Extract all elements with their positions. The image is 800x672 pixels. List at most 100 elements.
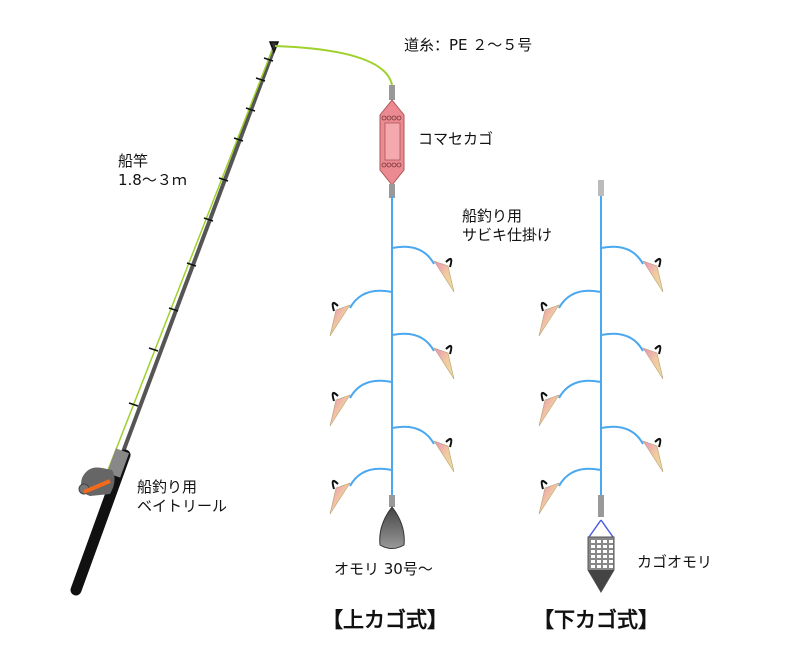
branch-hook: [391, 332, 455, 380]
main-line: [274, 45, 393, 86]
lure-skin: [538, 304, 560, 337]
hook-icon: [445, 257, 453, 268]
basket-mesh: [591, 540, 613, 568]
branch-line: [391, 245, 435, 265]
branch-hook: [538, 379, 602, 427]
basket-sinker: [587, 519, 615, 593]
chum-basket: [379, 99, 405, 186]
branch-line: [558, 379, 602, 399]
hook-icon: [540, 479, 548, 490]
mesh-hole: [591, 550, 595, 553]
rod-guide: [233, 137, 244, 142]
branch-line: [391, 425, 435, 445]
mesh-hole: [591, 545, 595, 548]
mesh-hole: [597, 550, 601, 553]
hook-icon: [331, 479, 339, 490]
branch-hook: [600, 332, 664, 380]
hook-icon: [445, 437, 453, 448]
branch-line: [558, 289, 602, 309]
rod-guide: [245, 107, 256, 112]
hook-icon: [331, 301, 339, 312]
mesh-hole: [603, 560, 607, 563]
branch-hook: [329, 379, 393, 427]
swivel: [389, 495, 395, 507]
mesh-hole: [609, 550, 613, 553]
mesh-hole: [609, 565, 613, 568]
mesh-hole: [597, 560, 601, 563]
main-line-label: 道糸：PE ２～５号: [404, 36, 533, 54]
sinker: [379, 506, 405, 549]
mesh-hole: [597, 555, 601, 558]
mesh-hole: [603, 555, 607, 558]
mesh-hole: [597, 565, 601, 568]
mesh-hole: [591, 560, 595, 563]
lure-skin: [642, 440, 664, 473]
rod-label-line2: 1.8～３ｍ: [118, 171, 187, 189]
rod-guide: [186, 262, 197, 267]
rig-label: 船釣り用 サビキ仕掛け: [462, 207, 552, 245]
rig-label-line1: 船釣り用: [462, 207, 523, 225]
mesh-hole: [603, 545, 607, 548]
rod-guide: [168, 307, 179, 312]
main-line-on-rod: [107, 47, 274, 471]
lure-skin: [642, 260, 664, 293]
sabiki-rig-upper: [329, 196, 455, 515]
reel-seat: [106, 448, 130, 478]
mesh-hole: [591, 565, 595, 568]
hook-icon: [654, 257, 662, 268]
mesh-hole: [597, 540, 601, 543]
swivel: [598, 180, 604, 196]
rod-label-line1: 船竿: [118, 152, 149, 170]
branch-hook: [329, 467, 393, 515]
rod-blank: [118, 45, 277, 461]
lure-skin: [433, 260, 455, 293]
mesh-hole: [609, 555, 613, 558]
rod-label: 船竿 1.8～３ｍ: [118, 152, 187, 190]
branch-line: [600, 425, 644, 445]
hook-icon: [654, 437, 662, 448]
fishing-rod: [70, 41, 280, 596]
lure-skin: [538, 394, 560, 427]
branch-hook: [600, 245, 664, 293]
sabiki-rig-lower: [538, 196, 664, 515]
mesh-hole: [597, 545, 601, 548]
mesh-hole: [609, 560, 613, 563]
rig-label-line2: サビキ仕掛け: [462, 226, 553, 244]
rod-guide: [263, 57, 274, 62]
branch-line: [349, 467, 393, 487]
hook-icon: [654, 344, 662, 355]
branch-hook: [538, 467, 602, 515]
branch-hook: [538, 289, 602, 337]
swivel: [389, 184, 395, 198]
branch-hook: [600, 425, 664, 473]
branch-line: [558, 467, 602, 487]
branch-hook: [391, 245, 455, 293]
mesh-hole: [603, 540, 607, 543]
basket-sinker-label: カゴオモリ: [637, 553, 713, 571]
upper-basket-title: 【上カゴ式】: [322, 608, 448, 632]
sinker-label: オモリ 30号～: [334, 560, 433, 578]
rod-guide: [218, 177, 229, 182]
mesh-hole: [603, 565, 607, 568]
branch-line: [600, 332, 644, 352]
mesh-hole: [591, 555, 595, 558]
rod-guide: [255, 77, 266, 82]
bait-reel: [78, 467, 115, 496]
branch-line: [600, 245, 644, 265]
reel-handle: [83, 479, 111, 494]
reel-label-line1: 船釣り用: [137, 478, 198, 496]
branch-hook: [391, 425, 455, 473]
lure-skin: [538, 482, 560, 515]
basket-weight: [588, 570, 614, 592]
lure-skin: [329, 394, 351, 427]
swivel: [389, 85, 395, 100]
mesh-hole: [591, 540, 595, 543]
chum-basket-label: コマセカゴ: [418, 130, 494, 148]
lower-basket-title: 【下カゴ式】: [533, 608, 659, 632]
reel-label-line2: ベイトリール: [137, 497, 228, 515]
rod-guide: [203, 217, 214, 222]
mesh-hole: [609, 545, 613, 548]
basket-bridle: [588, 519, 614, 538]
rod-grip: [70, 449, 131, 596]
